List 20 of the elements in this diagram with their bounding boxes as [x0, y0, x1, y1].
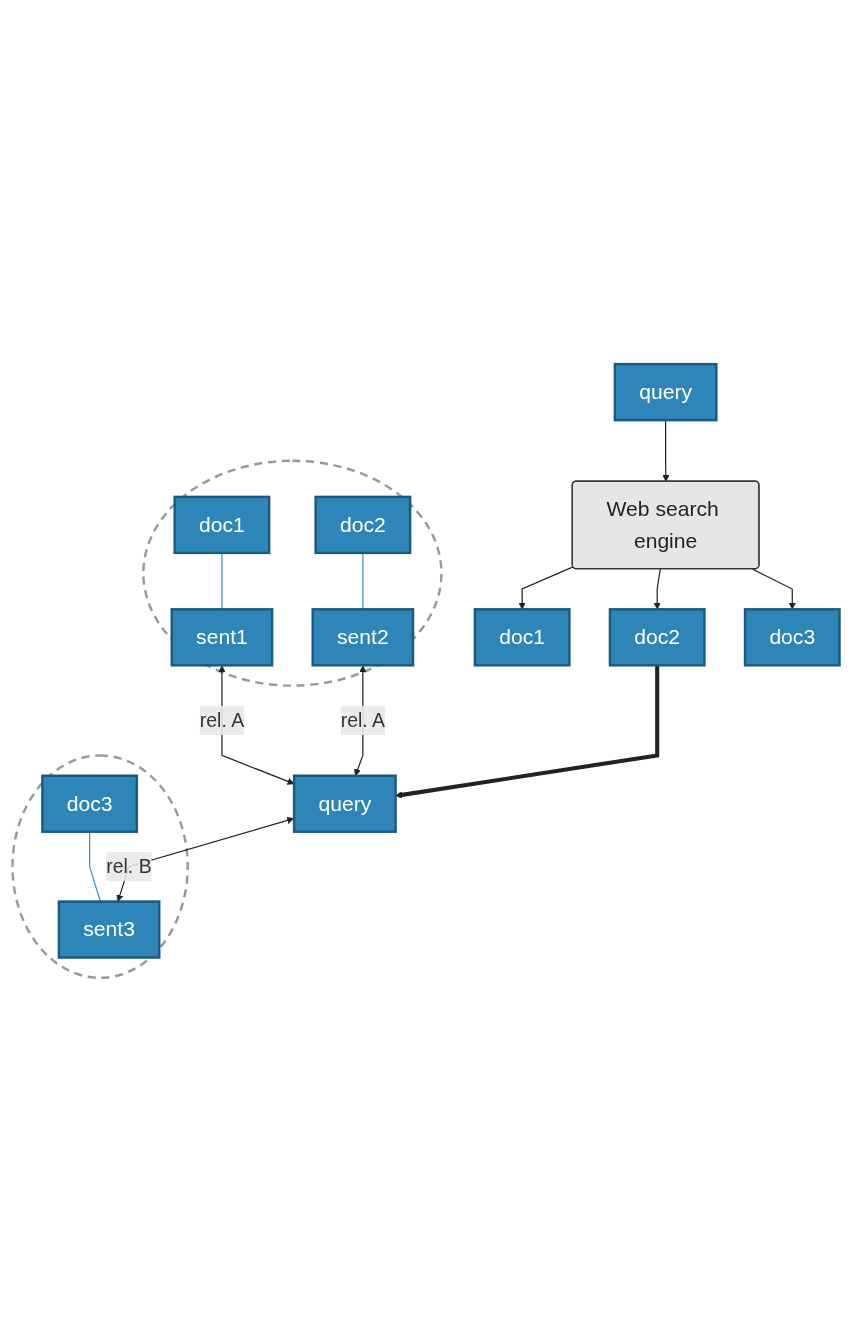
- node-box: sent3: [57, 900, 161, 959]
- connector: [362, 552, 364, 610]
- node-box: sent2: [311, 608, 415, 667]
- edge-label: rel. B: [106, 855, 152, 878]
- node-box: sent1: [170, 608, 274, 667]
- node-box: doc3: [41, 774, 139, 833]
- arrow: [752, 568, 796, 610]
- node-box: doc2: [314, 495, 412, 555]
- node-box: doc2: [608, 608, 706, 667]
- edge-label: rel. A: [340, 709, 386, 732]
- node-box: doc3: [743, 608, 841, 667]
- arrow: [653, 568, 661, 610]
- node-box: query: [292, 774, 397, 833]
- node-box: query: [613, 362, 718, 422]
- arrow: [518, 566, 574, 610]
- edge-label: rel. A: [199, 709, 245, 732]
- node-box: doc1: [173, 495, 271, 555]
- node-box: doc1: [473, 608, 571, 667]
- arrow: [395, 665, 660, 799]
- connector: [221, 552, 223, 610]
